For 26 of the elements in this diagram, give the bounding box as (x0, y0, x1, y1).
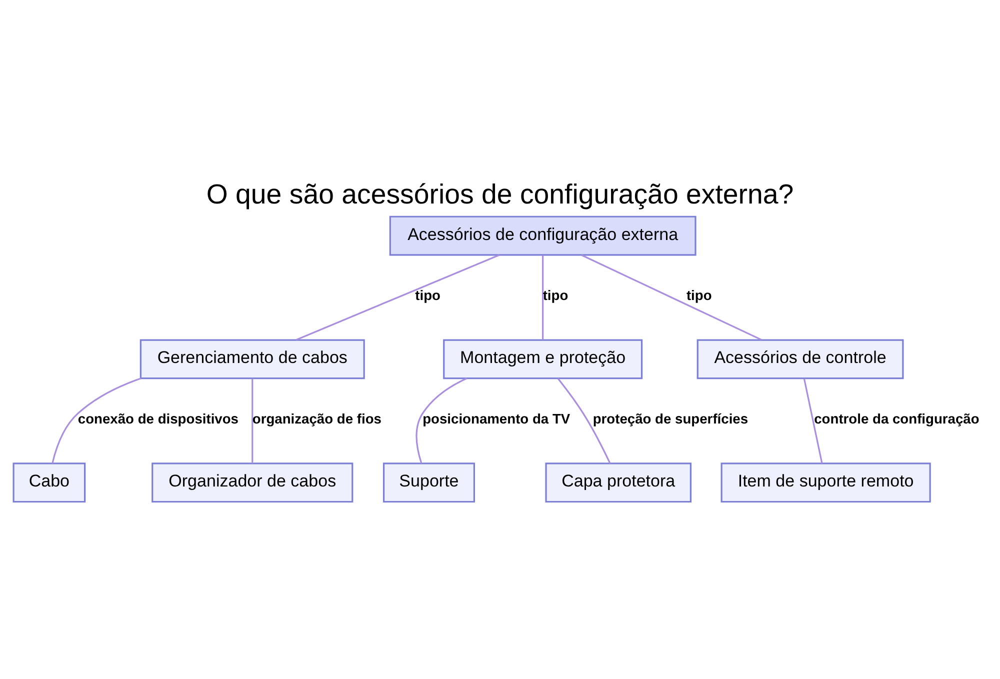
diagram-title: O que são acessórios de configuração externa? (206, 178, 794, 210)
edge-label: controle da configuração (814, 410, 980, 426)
node-box: Item de suporte remoto (720, 462, 931, 503)
edge-label: proteção de superfícies (592, 410, 748, 426)
node-box: Gerenciamento de cabos (140, 339, 365, 380)
node-box: Capa protetora (545, 462, 692, 503)
connector (803, 378, 823, 464)
edge-label: tipo (686, 287, 712, 304)
connector (296, 254, 500, 341)
node-box: Acessórios de controle (696, 339, 904, 380)
edge-label: conexão de dispositivos (78, 410, 239, 426)
connector (557, 378, 611, 464)
connector (52, 378, 142, 464)
edge-label: tipo (415, 287, 440, 304)
edge-label: posicionamento da TV (422, 410, 570, 426)
edge-label: tipo (542, 287, 568, 304)
edge-label: organização de fios (252, 410, 382, 426)
connector (252, 378, 254, 464)
node-box: Acessórios de configuração externa (389, 216, 696, 256)
connector (416, 378, 468, 464)
node-box: Montagem e proteção (443, 339, 643, 380)
node-box: Suporte (382, 462, 475, 503)
node-box: Cabo (12, 462, 86, 503)
connector (581, 254, 762, 341)
node-box: Organizador de cabos (152, 462, 354, 503)
connector (542, 255, 544, 340)
